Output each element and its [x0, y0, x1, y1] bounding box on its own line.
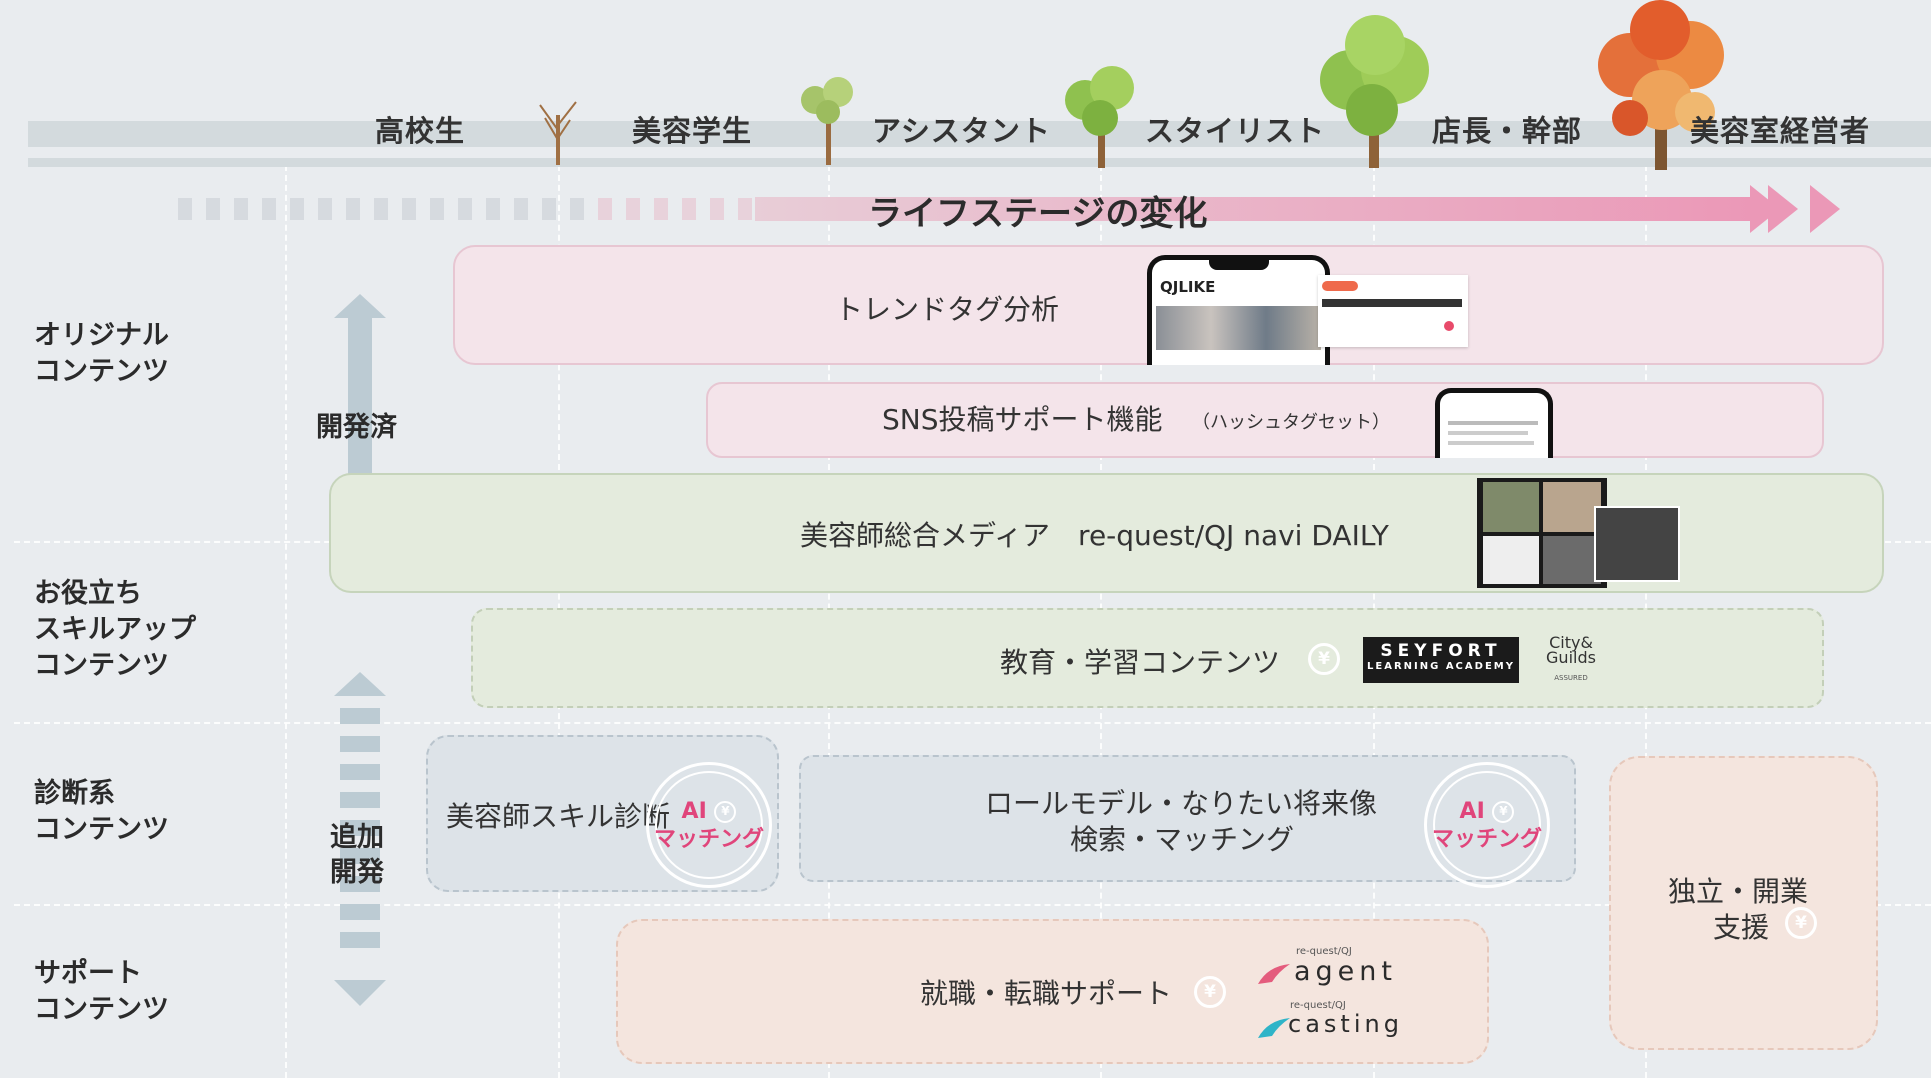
stage-manager: 店長・幹部 — [1432, 114, 1583, 148]
ai-matching-text: AI ¥ マッチング — [1431, 799, 1542, 852]
role-model-label-1: ロールモデル・なりたい将来像 — [985, 787, 1378, 820]
sns-support-label: SNS投稿サポート機能 — [882, 403, 1163, 436]
stage-assistant: アシスタント — [872, 114, 1051, 148]
trend-tag-label: トレンドタグ分析 — [835, 293, 1060, 326]
city-guilds-logo: City& Guilds ASSURED — [1546, 633, 1596, 683]
seyfort-logo: SEYFORT LEARNING ACADEMY — [1363, 637, 1519, 683]
casting-logo: re-quest/QJ casting — [1256, 1000, 1416, 1048]
autumn-tree-icon — [1598, 0, 1724, 170]
stage-stylist: スタイリスト — [1145, 114, 1326, 148]
category-original: オリジナルコンテンツ — [34, 320, 169, 387]
qjlike-phone-image: QJLIKE — [1147, 255, 1330, 365]
status-developed: 開発済 — [316, 412, 397, 443]
status-arrows — [334, 294, 386, 1006]
category-support: サポートコンテンツ — [34, 958, 169, 1025]
life-stage-arrow — [178, 185, 1840, 233]
grid-line — [285, 165, 287, 1078]
ai-matching-badge — [1424, 762, 1550, 888]
category-diagnosis: 診断系コンテンツ — [34, 778, 169, 845]
ai-matching-text: AI ¥ マッチング — [653, 799, 764, 852]
trend-ranking-card — [1318, 275, 1468, 347]
independence-support-box[interactable] — [1609, 756, 1878, 1050]
job-support-box[interactable] — [616, 919, 1489, 1064]
agent-logo: re-quest/QJ agent — [1256, 946, 1416, 994]
stage-beauty-student: 美容学生 — [632, 114, 753, 148]
grid-line — [14, 722, 1931, 724]
sns-support-box[interactable] — [706, 382, 1824, 458]
ai-matching-badge — [646, 762, 772, 888]
job-support-label: 就職・転職サポート — [920, 977, 1173, 1010]
stage-salon-owner: 美容室経営者 — [1690, 114, 1871, 148]
media-label: 美容師総合メディア re-quest/QJ navi DAILY — [800, 519, 1389, 552]
sns-phone-image — [1435, 388, 1553, 458]
role-model-label-2: 検索・マッチング — [1070, 823, 1295, 856]
yen-icon: ¥ — [1308, 643, 1340, 675]
stage-high-school: 高校生 — [375, 114, 466, 148]
education-label: 教育・学習コンテンツ — [1000, 646, 1281, 679]
media-photo-image — [1594, 506, 1680, 582]
media-article-image — [1477, 478, 1607, 588]
education-box[interactable] — [471, 608, 1824, 708]
independence-label-2: 支援 — [1713, 911, 1770, 944]
category-useful-skillup: お役立ちスキルアップコンテンツ — [34, 578, 196, 681]
tree-illustrations — [539, 0, 1724, 170]
grid-line — [14, 904, 1931, 906]
timeline-band-lower — [28, 158, 1931, 167]
developed-double-arrow — [334, 294, 386, 566]
life-stage-label: ライフステージの変化 — [868, 194, 1208, 234]
yen-icon: ¥ — [1194, 976, 1226, 1008]
added-dashed-arrow — [334, 672, 386, 1006]
sapling-tree-icon — [801, 77, 853, 165]
sns-support-sublabel: （ハッシュタグセット） — [1192, 412, 1390, 433]
yen-icon: ¥ — [1785, 907, 1817, 939]
large-tree-icon — [1320, 15, 1429, 168]
bare-tree-icon — [539, 101, 577, 165]
skill-diagnosis-label: 美容師スキル診断 — [446, 800, 671, 833]
young-tree-icon — [1065, 66, 1134, 168]
status-added-development: 追加開発 — [330, 822, 384, 888]
independence-label-1: 独立・開業 — [1668, 875, 1809, 908]
